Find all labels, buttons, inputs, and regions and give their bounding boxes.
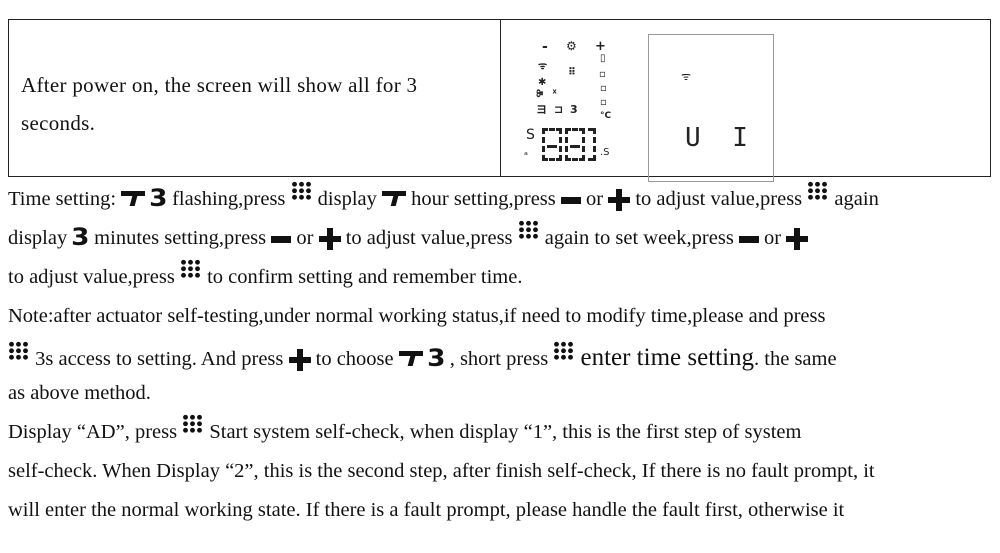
lcd-digit-2 xyxy=(565,128,585,161)
menu-grid-icon xyxy=(517,220,540,240)
hour-segment-icon xyxy=(398,351,423,369)
menu-grid-icon xyxy=(8,341,30,361)
minus-icon xyxy=(560,196,581,204)
time-setting-line-3: to adjust value,press to confirm setting… xyxy=(8,258,998,297)
lcd-lock-icon: ヨ xyxy=(536,103,547,116)
plus-icon xyxy=(608,189,631,212)
self-check-line-2: self-check. When Display “2”, this is th… xyxy=(8,460,875,482)
hour-segment-icon xyxy=(382,191,407,209)
plus-icon xyxy=(288,349,311,372)
text: Display “AD”, press xyxy=(8,421,183,443)
text: to confirm setting and remember time. xyxy=(207,266,523,288)
lcd-gear-icon: ⚙ xyxy=(566,39,577,53)
lcd-boot-screen-image: ᯤ U I xyxy=(648,34,774,182)
lcd-minus-symbol: - xyxy=(542,39,548,55)
lcd-day-segments-icon: ▫ xyxy=(600,97,607,108)
minute-segment-icon: 3 xyxy=(427,344,446,372)
lcd-mode-icon: ꔭ xyxy=(536,89,544,100)
lcd-day-segments-icon: ▫ xyxy=(600,83,607,94)
note-line-1: Note:after actuator self-testing,under n… xyxy=(8,305,826,327)
menu-grid-icon xyxy=(553,341,576,361)
lcd-grid-icon: ⠿ xyxy=(568,67,576,78)
plus-icon xyxy=(318,228,341,251)
lcd-three-icon: 3 xyxy=(570,103,578,116)
lcd-day-segments-icon: ▫ xyxy=(599,69,606,80)
lcd-digit-3 xyxy=(588,128,596,161)
lcd-small-label: ₐ xyxy=(524,147,528,158)
note-line-3: as above method. xyxy=(8,382,151,404)
text: or xyxy=(764,227,787,249)
lcd-unit-c: °C xyxy=(600,111,612,121)
menu-grid-icon xyxy=(807,181,830,201)
text: again to set week,press xyxy=(544,227,734,249)
lcd-fan-icon: ✱ xyxy=(538,77,547,88)
text: Start system self-check, when display “1… xyxy=(209,421,802,443)
text: flashing,press xyxy=(172,188,286,210)
lcd-plus-symbol: + xyxy=(595,39,606,54)
menu-grid-icon xyxy=(290,181,313,201)
lcd-s-label: S xyxy=(526,127,535,143)
time-setting-line-2: display 3 minutes setting,press or to ad… xyxy=(8,219,998,258)
lcd-all-segments-image: - ⚙ + ᯤ ⠿ ✱ ꔭ ᕁ ヨ ⊐ 3 ▯ ▫ ▫ ▫ °C S ₐ .S xyxy=(516,40,616,165)
text: to adjust value,press xyxy=(8,266,175,288)
lcd-week-icon: ᕁ xyxy=(552,89,558,100)
text: or xyxy=(586,188,609,210)
text: , short press xyxy=(449,348,554,370)
lcd-hour-icon: ⊐ xyxy=(554,103,564,116)
text: enter time setting xyxy=(580,344,755,371)
lcd-digit-1 xyxy=(542,128,562,161)
menu-grid-icon xyxy=(182,414,205,434)
lcd-wifi-icon: ᯤ xyxy=(681,70,692,83)
lcd-battery-icon: ▯ xyxy=(600,53,606,64)
text: or xyxy=(296,227,319,249)
table-divider xyxy=(500,20,501,176)
text: display xyxy=(317,188,377,210)
note-line-2: 3s access to setting. And press to choos… xyxy=(8,338,998,379)
menu-grid-icon xyxy=(179,259,202,279)
text: to choose xyxy=(315,348,399,370)
text: Time setting: xyxy=(8,188,122,210)
self-check-line-3: will enter the normal working state. If … xyxy=(8,499,845,521)
text: hour setting,press xyxy=(411,188,556,210)
self-check-line-1: Display “AD”, press Start system self-ch… xyxy=(8,413,998,452)
minus-icon xyxy=(271,235,292,243)
minus-icon xyxy=(738,235,759,243)
instruction-table: After power on, the screen will show all… xyxy=(8,19,991,182)
minute-segment-icon: 3 xyxy=(71,223,90,251)
text: to adjust value,press xyxy=(635,188,803,210)
time-setting-line-1: Time setting: 3 flashing,press display h… xyxy=(8,180,998,219)
text: to adjust value,press xyxy=(345,227,513,249)
lcd-wifi-icon: ᯤ xyxy=(538,61,548,72)
text: again xyxy=(834,188,879,210)
hour-segment-icon xyxy=(121,191,146,209)
plus-icon xyxy=(786,228,809,251)
lcd-boot-digits: U I xyxy=(685,123,756,153)
text: . the same xyxy=(754,348,837,370)
power-on-description: After power on, the screen will show all… xyxy=(21,73,418,135)
minute-segment-icon: 3 xyxy=(149,184,168,212)
lcd-unit-s: .S xyxy=(600,147,610,158)
text: minutes setting,press xyxy=(94,227,272,249)
text: display xyxy=(8,227,73,249)
text: 3s access to setting. And press xyxy=(35,348,289,370)
